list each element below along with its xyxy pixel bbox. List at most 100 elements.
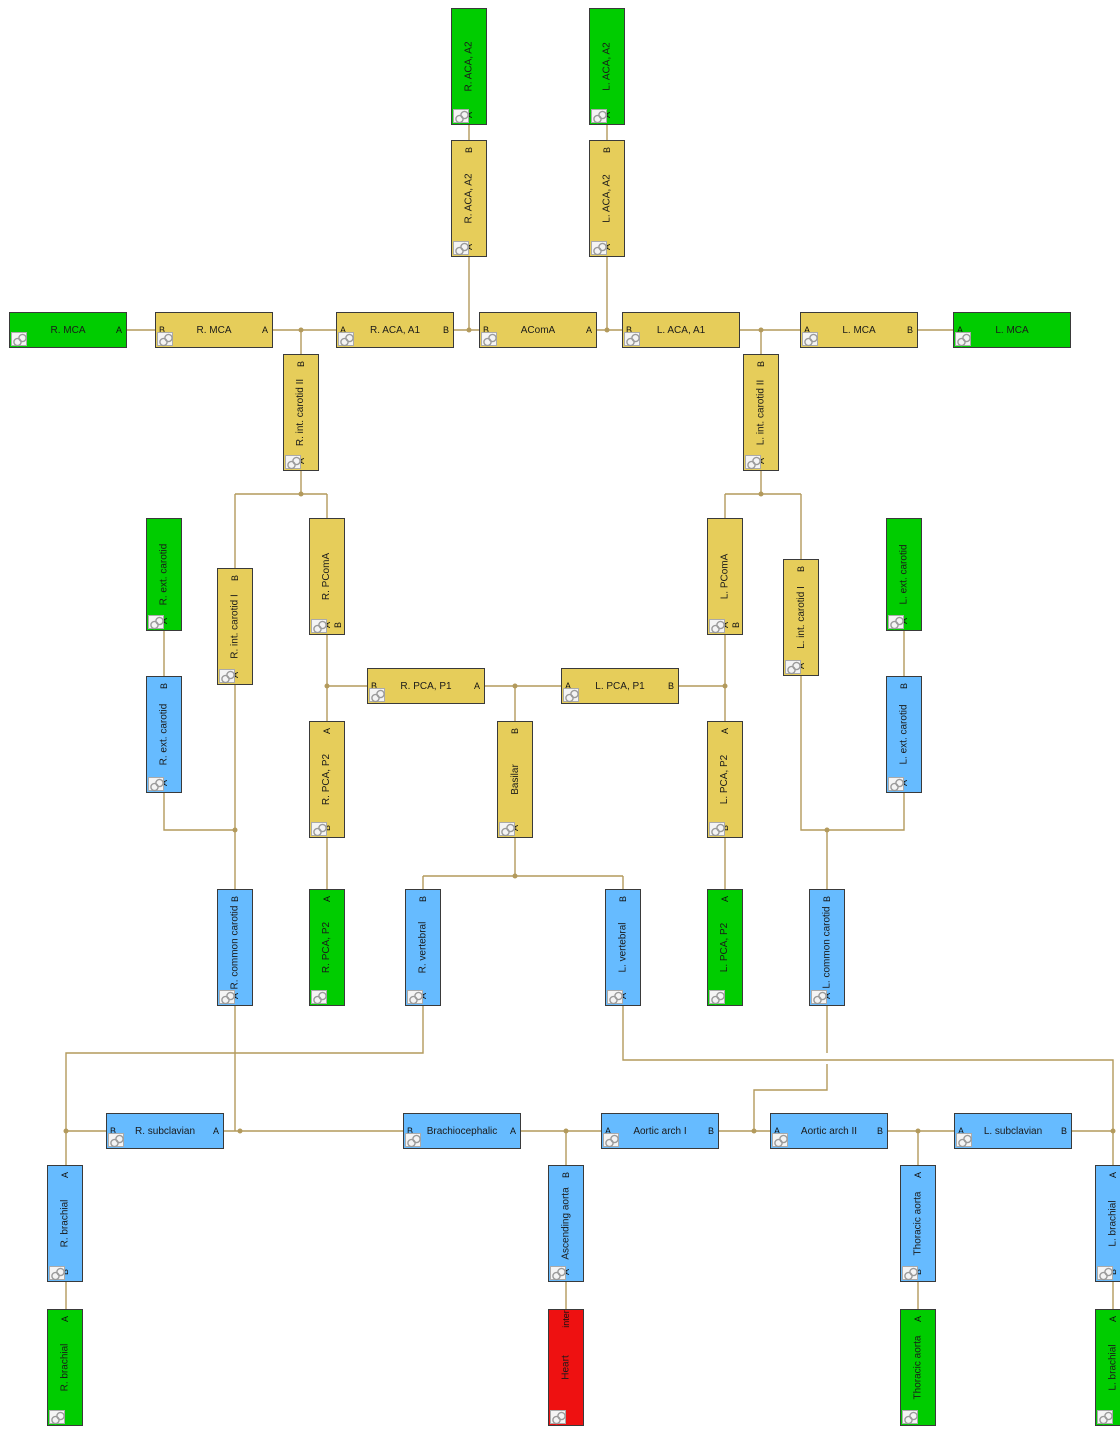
block-label: L. PCA, P2 [719,922,731,973]
port-label-top: B [510,727,520,735]
wire-junction-dot [915,1128,921,1134]
library-link-icon [955,332,971,347]
block-label: R. brachial [59,1343,71,1392]
library-link-icon [148,615,164,630]
block-label: R. common carotid [229,905,241,990]
library-link-icon [888,777,904,792]
block-label: R. ext. carotid [158,703,170,766]
port-label-top: A [1108,1315,1118,1323]
library-link-icon [311,990,327,1005]
port-label-top: B [230,895,240,903]
block-label-wrap: R. PCA, P2 [310,722,344,837]
signal-wire[interactable] [753,1064,828,1131]
wire-junction-dot [751,1128,757,1134]
port-label-top: A [913,1171,923,1179]
block-label: L. common carotid [821,906,833,989]
block-label-wrap: R. ACA, A1 [337,313,453,347]
wire-junction-dot [232,827,238,833]
wire-junction-dot [298,327,304,333]
signal-wire[interactable] [163,793,235,831]
library-link-icon [49,1410,65,1425]
block-label-wrap: R. PCA, P2 [310,890,344,1005]
port-label-left: B [626,325,633,335]
block-label-wrap: Aortic arch I [602,1114,718,1148]
block-label: R. int. carotid I [229,594,241,659]
block-label: R. PComA [321,552,333,601]
block-label: R. PCA, P2 [321,921,333,974]
block-label-wrap: R. subclavian [107,1114,223,1148]
block-label: L. ext. carotid [898,704,910,765]
wire-junction-dot [563,1128,569,1134]
port-label-top: inter [561,1310,571,1328]
block-label-wrap: Ascending aorta [549,1166,583,1281]
signal-wire[interactable] [800,676,905,831]
port-label-top: A [720,727,730,735]
library-link-icon [591,241,607,256]
wire-junction-dot [324,683,330,689]
port-label-right: B [667,681,674,691]
signal-wire[interactable] [622,1006,1114,1165]
port-label-left: A [774,1126,781,1136]
block-label: Thoracic aorta [912,1191,924,1256]
block-label-wrap: Basilar [498,722,532,837]
wire-junction-dot [298,491,304,497]
library-link-icon [785,660,801,675]
library-link-icon [603,1133,619,1148]
block-label: R. PCA, P2 [321,753,333,806]
library-link-icon [607,990,623,1005]
block-label-wrap: L. int. carotid II [744,355,778,470]
signal-wire[interactable] [65,1006,424,1165]
library-link-icon [1097,1410,1113,1425]
port-label-left: A [804,325,811,335]
library-link-icon [902,1410,918,1425]
block-label-wrap: R. ACA, A2 [452,141,486,256]
block-label-wrap: L. subclavian [955,1114,1071,1148]
library-link-icon [709,619,725,634]
